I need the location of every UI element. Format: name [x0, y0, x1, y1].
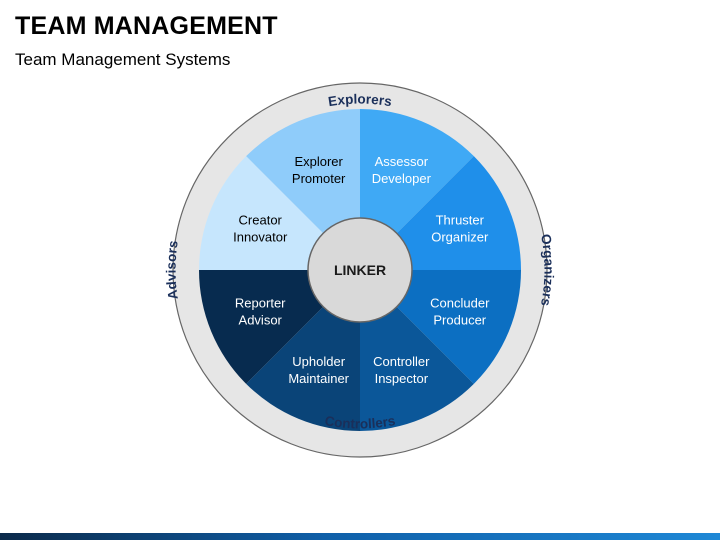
- ring-label-advisors: Advisors: [164, 239, 181, 300]
- segment-label-line2: Developer: [372, 171, 432, 186]
- ring-label-right: Organizers: [538, 233, 556, 307]
- ring-label-top: Explorers: [327, 92, 393, 110]
- segment-creator: [199, 156, 324, 270]
- segment-thruster: [396, 156, 521, 270]
- segment-label-line2: Innovator: [233, 230, 288, 245]
- center-hub: [307, 217, 413, 323]
- page-subtitle: Team Management Systems: [15, 50, 231, 69]
- segment-label-line2: Inspector: [375, 371, 429, 386]
- segment-label-line1: Reporter: [235, 295, 286, 310]
- segment-label-line2: Producer: [433, 312, 486, 327]
- segment-assessor: [360, 109, 474, 234]
- ring-label-explorers: Explorers: [327, 92, 393, 110]
- segment-label-line1: Explorer: [294, 154, 343, 169]
- segment-label-line1: Creator: [239, 213, 283, 228]
- segment-explorer: [246, 109, 360, 234]
- segment-label-line2: Advisor: [239, 312, 283, 327]
- segment-reporter: [199, 270, 324, 384]
- ring-label-bottom: Controllers: [324, 413, 397, 431]
- page-title: TEAM MANAGEMENT: [15, 12, 278, 40]
- segment-label-line1: Thruster: [436, 213, 485, 228]
- ring-label-organizers: Organizers: [538, 233, 556, 307]
- segment-label-line2: Organizer: [431, 230, 489, 245]
- ring-label-left: Advisors: [164, 239, 181, 300]
- ring-label-controllers: Controllers: [324, 413, 397, 431]
- segment-label-line2: Maintainer: [288, 371, 349, 386]
- segment-label-line1: Concluder: [430, 295, 490, 310]
- segment-upholder: [246, 306, 360, 431]
- segment-label-line2: Promoter: [292, 171, 346, 186]
- center-label: LINKER: [334, 262, 386, 278]
- footer-bar: [0, 533, 720, 540]
- segment-label-line1: Assessor: [375, 154, 429, 169]
- segment-concluder: [396, 270, 521, 384]
- segment-label-line1: Upholder: [292, 354, 345, 369]
- segment-label-line1: Controller: [373, 354, 430, 369]
- segment-controller: [360, 306, 474, 431]
